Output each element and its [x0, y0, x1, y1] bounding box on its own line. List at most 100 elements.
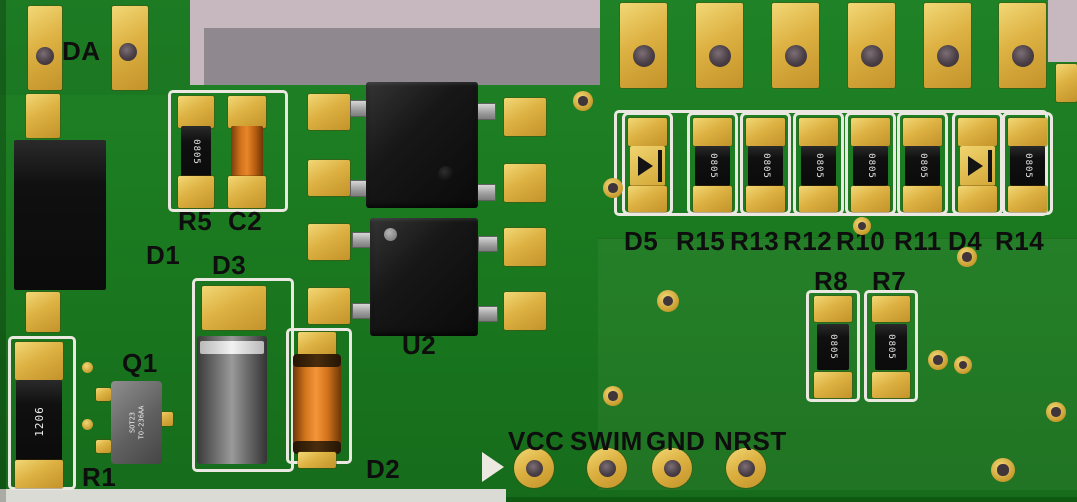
smd-pad [26, 292, 60, 332]
via-hole [608, 391, 618, 401]
via-hole [962, 252, 972, 262]
drill-hole [709, 45, 731, 67]
resistor-r15-marking: 0805 [707, 153, 718, 179]
label-r13: R13 [730, 226, 780, 256]
drill-hole [36, 47, 54, 65]
q1-marking-line1: SOT23 [128, 411, 136, 434]
board-edge-bottom [0, 489, 506, 502]
smd-pad [308, 94, 350, 130]
smd-pad [298, 332, 336, 356]
cutout-shadow-block [204, 28, 600, 85]
label-r14: R14 [995, 226, 1045, 256]
resistor-r8-marking: 0805 [828, 334, 838, 360]
component-d4 [952, 112, 1003, 215]
drill-hole [1012, 45, 1034, 67]
smd-pad [202, 286, 266, 330]
resistor-r14-marking: 0805 [1022, 153, 1033, 179]
label-d2: D2 [366, 454, 401, 484]
via-hole [958, 360, 968, 370]
label-r1: R1 [82, 462, 117, 492]
diode-bar-icon [658, 150, 662, 182]
smd-pad [228, 176, 266, 208]
smd-pad [872, 372, 910, 398]
component-r15: 0805 [687, 112, 738, 215]
silkscreen-outline-r1 [8, 336, 76, 490]
component-r12: 0805 [793, 112, 844, 215]
label-swim: SWIM [570, 426, 643, 456]
transistor-q1-marking: SOT23 TO-236AA [128, 406, 145, 440]
smd-pad [799, 118, 838, 146]
resistor-r13-marking: 0805 [760, 153, 771, 179]
board-notch-top-right [1048, 0, 1077, 62]
component-d1-body [14, 140, 106, 290]
resistor-r1-body: 1206 [16, 380, 62, 462]
drill-hole [599, 460, 616, 477]
q1-marking-line2: TO-236AA [137, 405, 145, 440]
label-q1: Q1 [122, 348, 158, 378]
smd-pad [308, 288, 350, 324]
ic-pin [476, 103, 496, 120]
label-nrst: NRST [714, 426, 787, 456]
board-edge-left [0, 0, 6, 502]
label-r7: R7 [872, 266, 907, 296]
ic-pin [352, 303, 372, 319]
via [1046, 402, 1066, 422]
diode-d3-body [197, 336, 267, 464]
diode-triangle-icon [968, 156, 983, 176]
via [603, 386, 623, 406]
smd-pad [746, 118, 785, 146]
ic-pin [352, 232, 372, 248]
drill-hole [785, 45, 807, 67]
edge-pad-partial [1056, 64, 1077, 102]
smd-pad [799, 186, 838, 212]
resistor-r14-body: 0805 [1010, 146, 1045, 186]
smd-pad [903, 186, 942, 212]
label-r12: R12 [783, 226, 833, 256]
silkscreen-outline-r8 [806, 290, 860, 402]
ic-pin [478, 236, 498, 252]
capacitor-c2-body [231, 126, 263, 178]
drill-hole [526, 460, 543, 477]
via [82, 362, 93, 373]
smd-pad [178, 176, 214, 208]
resistor-r11-marking: 0805 [917, 153, 928, 179]
resistor-r13-body: 0805 [748, 146, 783, 186]
component-r11: 0805 [897, 112, 948, 215]
via-hole [857, 221, 867, 231]
label-vcc: VCC [508, 426, 565, 456]
resistor-r15-body: 0805 [695, 146, 730, 186]
smd-pad [504, 164, 546, 202]
via [991, 458, 1015, 482]
smd-pad [504, 228, 546, 266]
via [928, 350, 948, 370]
label-d5: D5 [624, 226, 659, 256]
smd-pad [693, 118, 732, 146]
label-d3: D3 [212, 250, 247, 280]
drill-hole [861, 45, 883, 67]
label-r8: R8 [814, 266, 849, 296]
ic-u2-top-body [366, 82, 478, 208]
resistor-r1-marking: 1206 [32, 405, 46, 437]
smd-pad [851, 186, 890, 212]
smd-pad [96, 388, 111, 401]
via [957, 247, 977, 267]
via-hole [578, 96, 588, 106]
drill-hole [738, 460, 755, 477]
component-r14: 0805 [1002, 112, 1053, 215]
capacitor-orange-body [293, 354, 341, 454]
smd-pad [504, 292, 546, 330]
silkscreen-outline-bank [614, 110, 1048, 216]
drill-hole [937, 45, 959, 67]
smd-pad [746, 186, 785, 212]
drill-hole [119, 43, 137, 61]
capacitor-bottom-band [293, 441, 341, 454]
smd-pad [308, 160, 350, 196]
smd-pad [15, 342, 63, 380]
smd-pad [96, 440, 111, 453]
diode-triangle-icon [638, 156, 653, 176]
label-gnd: GND [646, 426, 706, 456]
smd-pad [298, 452, 336, 468]
smd-pad [1008, 118, 1047, 146]
capacitor-top-band [293, 354, 341, 367]
smd-pad [814, 296, 852, 322]
